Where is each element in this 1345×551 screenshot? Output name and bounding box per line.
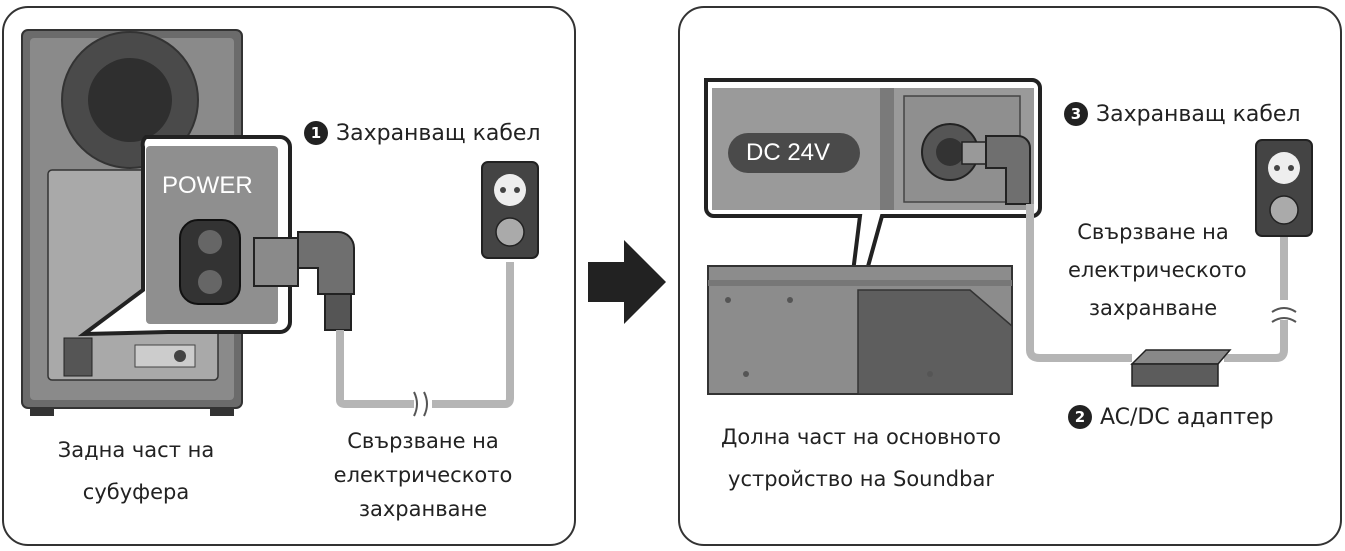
step-2-badge: 2 bbox=[1068, 405, 1092, 429]
connect-caption-right-line3: захранване bbox=[1088, 296, 1218, 320]
wall-outlet-icon bbox=[1255, 139, 1313, 237]
adapter-text: AC/DC адаптер bbox=[1100, 405, 1274, 430]
power-cable-label-left: 1 Захранващ кабел bbox=[304, 116, 541, 152]
connect-caption-left-line3: захранване bbox=[358, 497, 488, 521]
adapter-box bbox=[1130, 349, 1232, 387]
power-cable-text-right: Захранващ кабел bbox=[1096, 102, 1301, 127]
connect-caption-right-line1: Свързване на bbox=[1077, 220, 1229, 244]
break-mark bbox=[413, 391, 428, 417]
connect-caption-right: Свързване на електрическото захранване bbox=[1068, 213, 1247, 327]
break-mark-right bbox=[1271, 307, 1297, 323]
soundbar-bottom-illustration bbox=[707, 265, 1013, 395]
step-3-badge: 3 bbox=[1064, 102, 1088, 126]
subwoofer-caption-line1: Задна част на bbox=[57, 438, 215, 462]
soundbar-caption-line2: устройство на Soundbar bbox=[728, 467, 994, 491]
adapter-label: 2 AC/DC адаптер bbox=[1068, 400, 1274, 436]
ac-cable bbox=[1224, 236, 1288, 362]
subwoofer-caption-line2: субуфера bbox=[82, 480, 190, 504]
arrow-right-icon bbox=[588, 240, 666, 324]
step-1-badge: 1 bbox=[304, 121, 328, 145]
connect-caption-left: Свързване на електрическото захранване bbox=[318, 424, 528, 526]
wall-outlet-icon bbox=[481, 161, 539, 259]
power-plug-left bbox=[253, 231, 355, 331]
subwoofer-caption: Задна част на субуфера bbox=[26, 432, 246, 510]
connect-caption-right-line2: електрическото bbox=[1068, 258, 1247, 282]
soundbar-caption: Долна част на основното устройство на So… bbox=[696, 416, 1026, 500]
dc-plug bbox=[961, 135, 1031, 205]
power-cable-left bbox=[336, 330, 414, 408]
power-label: POWER bbox=[162, 172, 253, 199]
power-cable-text-left: Захранващ кабел bbox=[336, 121, 541, 146]
power-cable-left-2 bbox=[432, 262, 514, 408]
dc-cable bbox=[1026, 204, 1132, 362]
connect-caption-left-line2: електрическото bbox=[333, 463, 513, 487]
dc-port-callout bbox=[704, 78, 1042, 361]
connect-caption-left-line1: Свързване на bbox=[347, 429, 499, 453]
dc-port-label: DC 24V bbox=[746, 139, 831, 166]
power-callout bbox=[77, 135, 292, 337]
power-cable-label-right: 3 Захранващ кабел bbox=[1064, 97, 1301, 133]
soundbar-caption-line1: Долна част на основното bbox=[721, 425, 1001, 449]
